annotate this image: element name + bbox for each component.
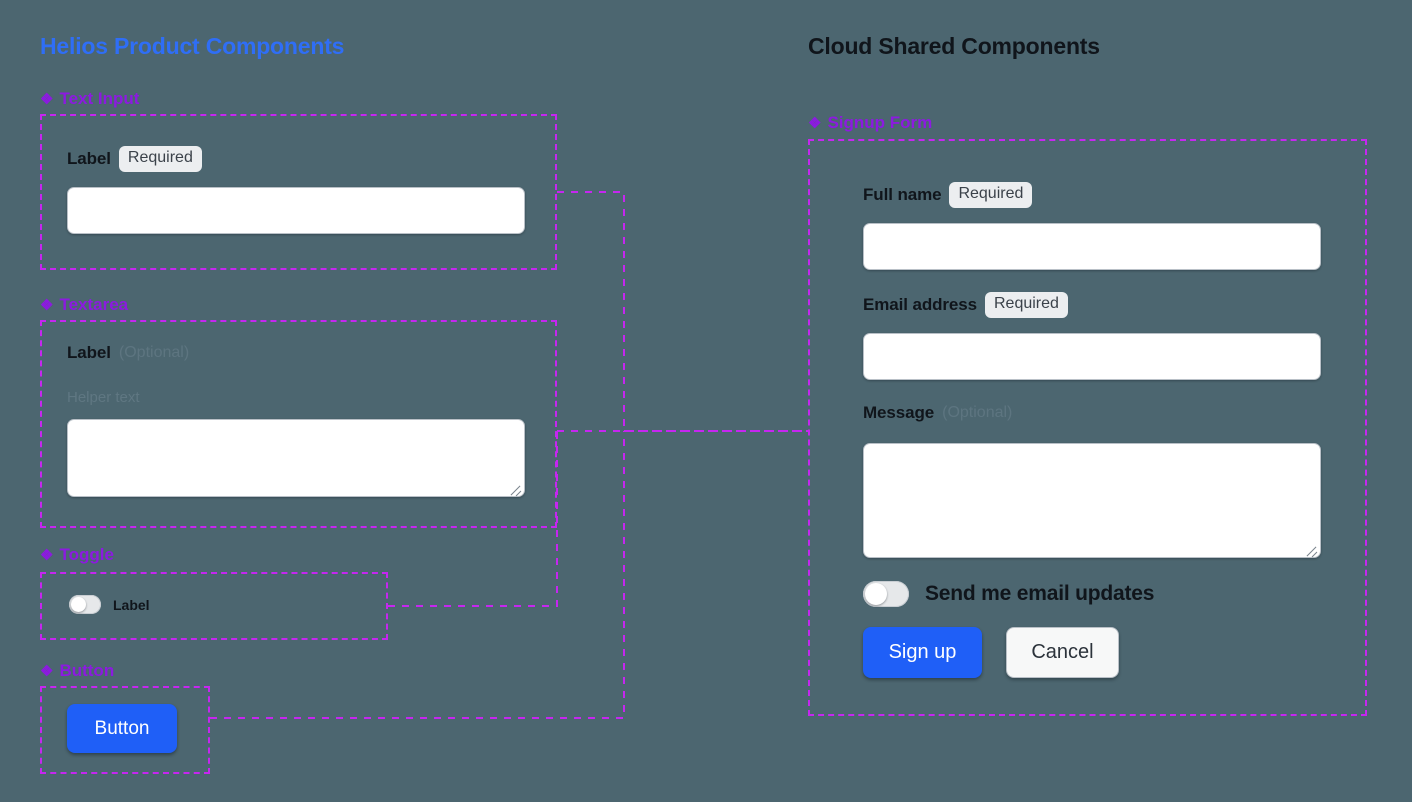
message-wrapper (863, 443, 1321, 558)
toggle-label: Label (113, 596, 150, 613)
section-label-text: Toggle (59, 545, 114, 564)
frame-text-input (40, 114, 557, 270)
diamond-icon: ❖ (808, 114, 822, 132)
toggle-knob (71, 597, 86, 612)
text-input-field[interactable] (67, 187, 525, 234)
section-label-signup-form: ❖ Signup Form (808, 113, 932, 133)
toggle-knob (865, 583, 887, 605)
section-label-textarea: ❖ Textarea (40, 295, 128, 315)
full-name-label-row: Full name Required (863, 182, 1033, 208)
email-label: Email address (863, 295, 977, 314)
toggle-row: Label (69, 595, 150, 614)
section-label-text: Textarea (59, 295, 129, 314)
sign-up-button[interactable]: Sign up (863, 627, 982, 678)
textarea-label-row: Label (Optional) (67, 343, 189, 363)
panel-title-right: Cloud Shared Components (808, 33, 1100, 59)
diamond-icon: ❖ (40, 662, 54, 680)
section-label-text: Text Input (59, 89, 140, 108)
email-updates-toggle[interactable] (863, 581, 909, 607)
text-input-required-badge: Required (118, 146, 202, 172)
connector-text-input (557, 191, 625, 431)
textarea-wrapper (67, 419, 525, 497)
email-updates-toggle-row: Send me email updates (863, 581, 1154, 607)
demo-button[interactable]: Button (67, 704, 177, 753)
section-label-text: Signup Form (827, 113, 933, 132)
textarea-field[interactable] (67, 419, 525, 497)
message-label-row: Message (Optional) (863, 403, 1012, 423)
sign-up-button-label: Sign up (888, 641, 957, 663)
message-textarea[interactable] (863, 443, 1321, 558)
demo-button-label: Button (94, 717, 150, 739)
frame-signup-form (808, 139, 1367, 716)
email-updates-label: Send me email updates (925, 582, 1155, 605)
text-input-label-row: Label Required (67, 146, 202, 172)
frame-button (40, 686, 210, 774)
email-label-row: Email address Required (863, 292, 1068, 318)
full-name-required-badge: Required (949, 182, 1033, 208)
message-optional-note: (Optional) (942, 404, 1013, 421)
diamond-icon: ❖ (40, 90, 54, 108)
full-name-label: Full name (863, 185, 942, 204)
toggle-switch[interactable] (69, 595, 101, 614)
textarea-helper-text: Helper text (67, 389, 140, 406)
textarea-optional-note: (Optional) (118, 344, 190, 361)
section-label-button: ❖ Button (40, 661, 114, 681)
section-label-text-input: ❖ Text Input (40, 89, 139, 109)
text-input-label: Label (67, 149, 111, 168)
section-label-toggle: ❖ Toggle (40, 545, 114, 565)
panel-title-left: Helios Product Components (40, 33, 345, 59)
email-required-badge: Required (984, 292, 1068, 318)
textarea-label: Label (67, 343, 111, 362)
diamond-icon: ❖ (40, 546, 54, 564)
email-input[interactable] (863, 333, 1321, 380)
message-label: Message (863, 403, 935, 422)
full-name-input[interactable] (863, 223, 1321, 270)
cancel-button-label: Cancel (1031, 641, 1094, 663)
section-label-text: Button (59, 661, 115, 680)
diamond-icon: ❖ (40, 296, 54, 314)
cancel-button[interactable]: Cancel (1006, 627, 1119, 678)
